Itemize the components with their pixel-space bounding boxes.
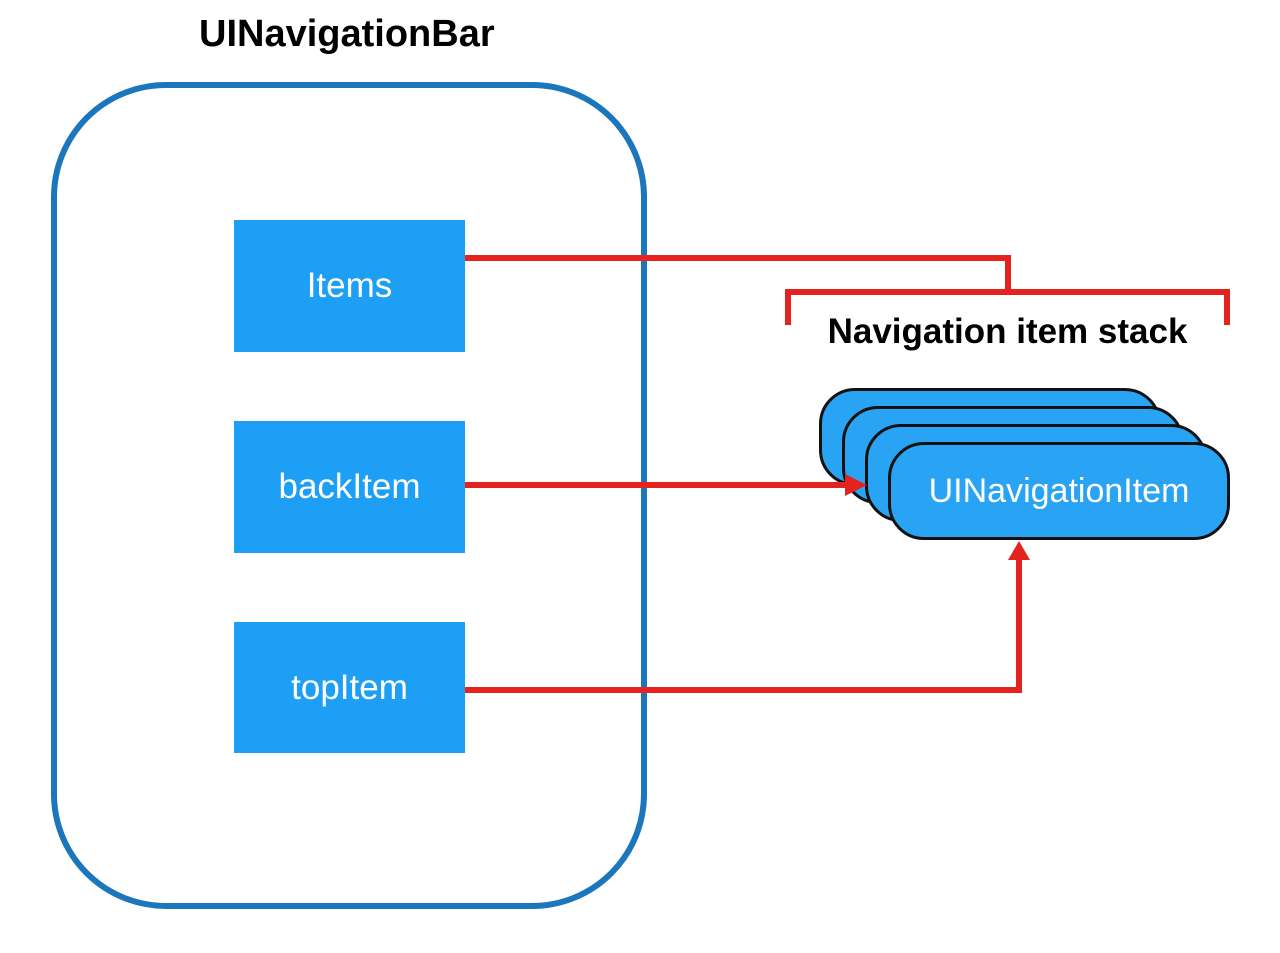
uinavigationitem-card-label: UINavigationItem <box>928 471 1190 510</box>
uinavigationbar-container-outline <box>51 82 647 909</box>
page-title: UINavigationBar <box>199 13 495 55</box>
uinavigationitem-card-front: UINavigationItem <box>888 442 1230 540</box>
backitem-box: backItem <box>234 421 465 553</box>
backitem-arrowhead-right-icon <box>845 474 867 496</box>
topitem-arrowhead-up-icon <box>1008 541 1030 560</box>
topitem-connector-vertical-line <box>1016 559 1022 693</box>
backitem-connector-line <box>465 482 845 488</box>
stack-bracket <box>785 289 1230 325</box>
stack-title: Navigation item stack <box>827 312 1188 351</box>
backitem-box-label: backItem <box>278 467 421 506</box>
items-connector-horizontal-line <box>465 255 1011 261</box>
topitem-box: topItem <box>234 622 465 753</box>
items-connector-vertical-line <box>1005 255 1011 295</box>
items-box: Items <box>234 220 465 352</box>
topitem-box-label: topItem <box>291 667 408 707</box>
topitem-connector-horizontal-line <box>465 687 1022 693</box>
items-box-label: Items <box>306 266 393 305</box>
